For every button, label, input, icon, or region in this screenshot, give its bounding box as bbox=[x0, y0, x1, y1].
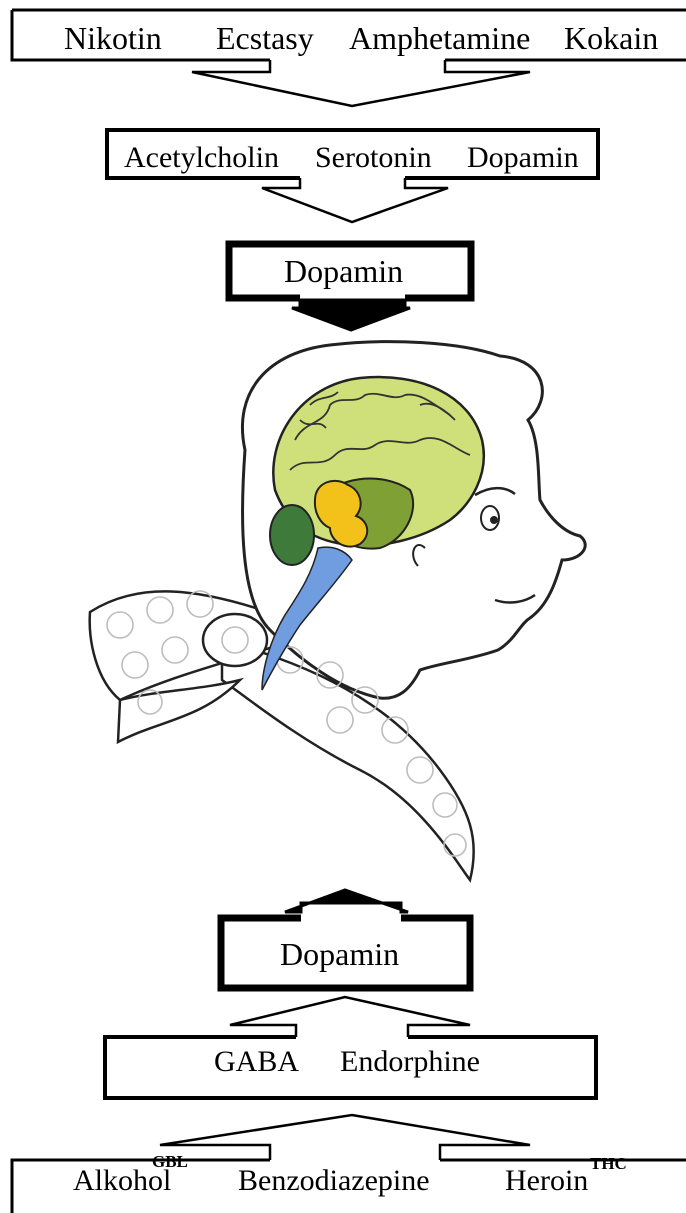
head-illustration bbox=[90, 342, 585, 880]
label-serotonin: Serotonin bbox=[315, 143, 432, 173]
pupil bbox=[490, 516, 498, 524]
label-gaba: GABA bbox=[214, 1047, 299, 1077]
top-arrow-2 bbox=[262, 178, 448, 222]
label-ecstasy: Ecstasy bbox=[216, 22, 314, 54]
top-arrow-1 bbox=[192, 60, 530, 106]
label-thc: THC bbox=[590, 1155, 627, 1172]
label-dopamin-bottom: Dopamin bbox=[280, 938, 399, 970]
bottom-arrow-3 bbox=[285, 890, 408, 912]
label-amphetamine: Amphetamine bbox=[349, 22, 530, 54]
label-nikotin: Nikotin bbox=[64, 22, 162, 54]
scarf-knot bbox=[203, 614, 267, 666]
label-heroin: Heroin bbox=[505, 1166, 588, 1196]
label-gbl: GBL bbox=[152, 1153, 188, 1170]
bottom-arrow-1 bbox=[160, 1115, 530, 1160]
label-dopamin-top: Dopamin bbox=[284, 255, 403, 287]
top-arrow-3 bbox=[292, 300, 410, 330]
label-benzodiazepine: Benzodiazepine bbox=[238, 1166, 430, 1196]
bottom-arrow-2 bbox=[230, 997, 470, 1037]
cerebellum bbox=[270, 505, 314, 565]
label-endorphine: Endorphine bbox=[340, 1047, 480, 1077]
label-kokain: Kokain bbox=[564, 22, 658, 54]
label-dopamin-top2: Dopamin bbox=[467, 143, 579, 173]
label-acetylcholin: Acetylcholin bbox=[124, 143, 279, 173]
